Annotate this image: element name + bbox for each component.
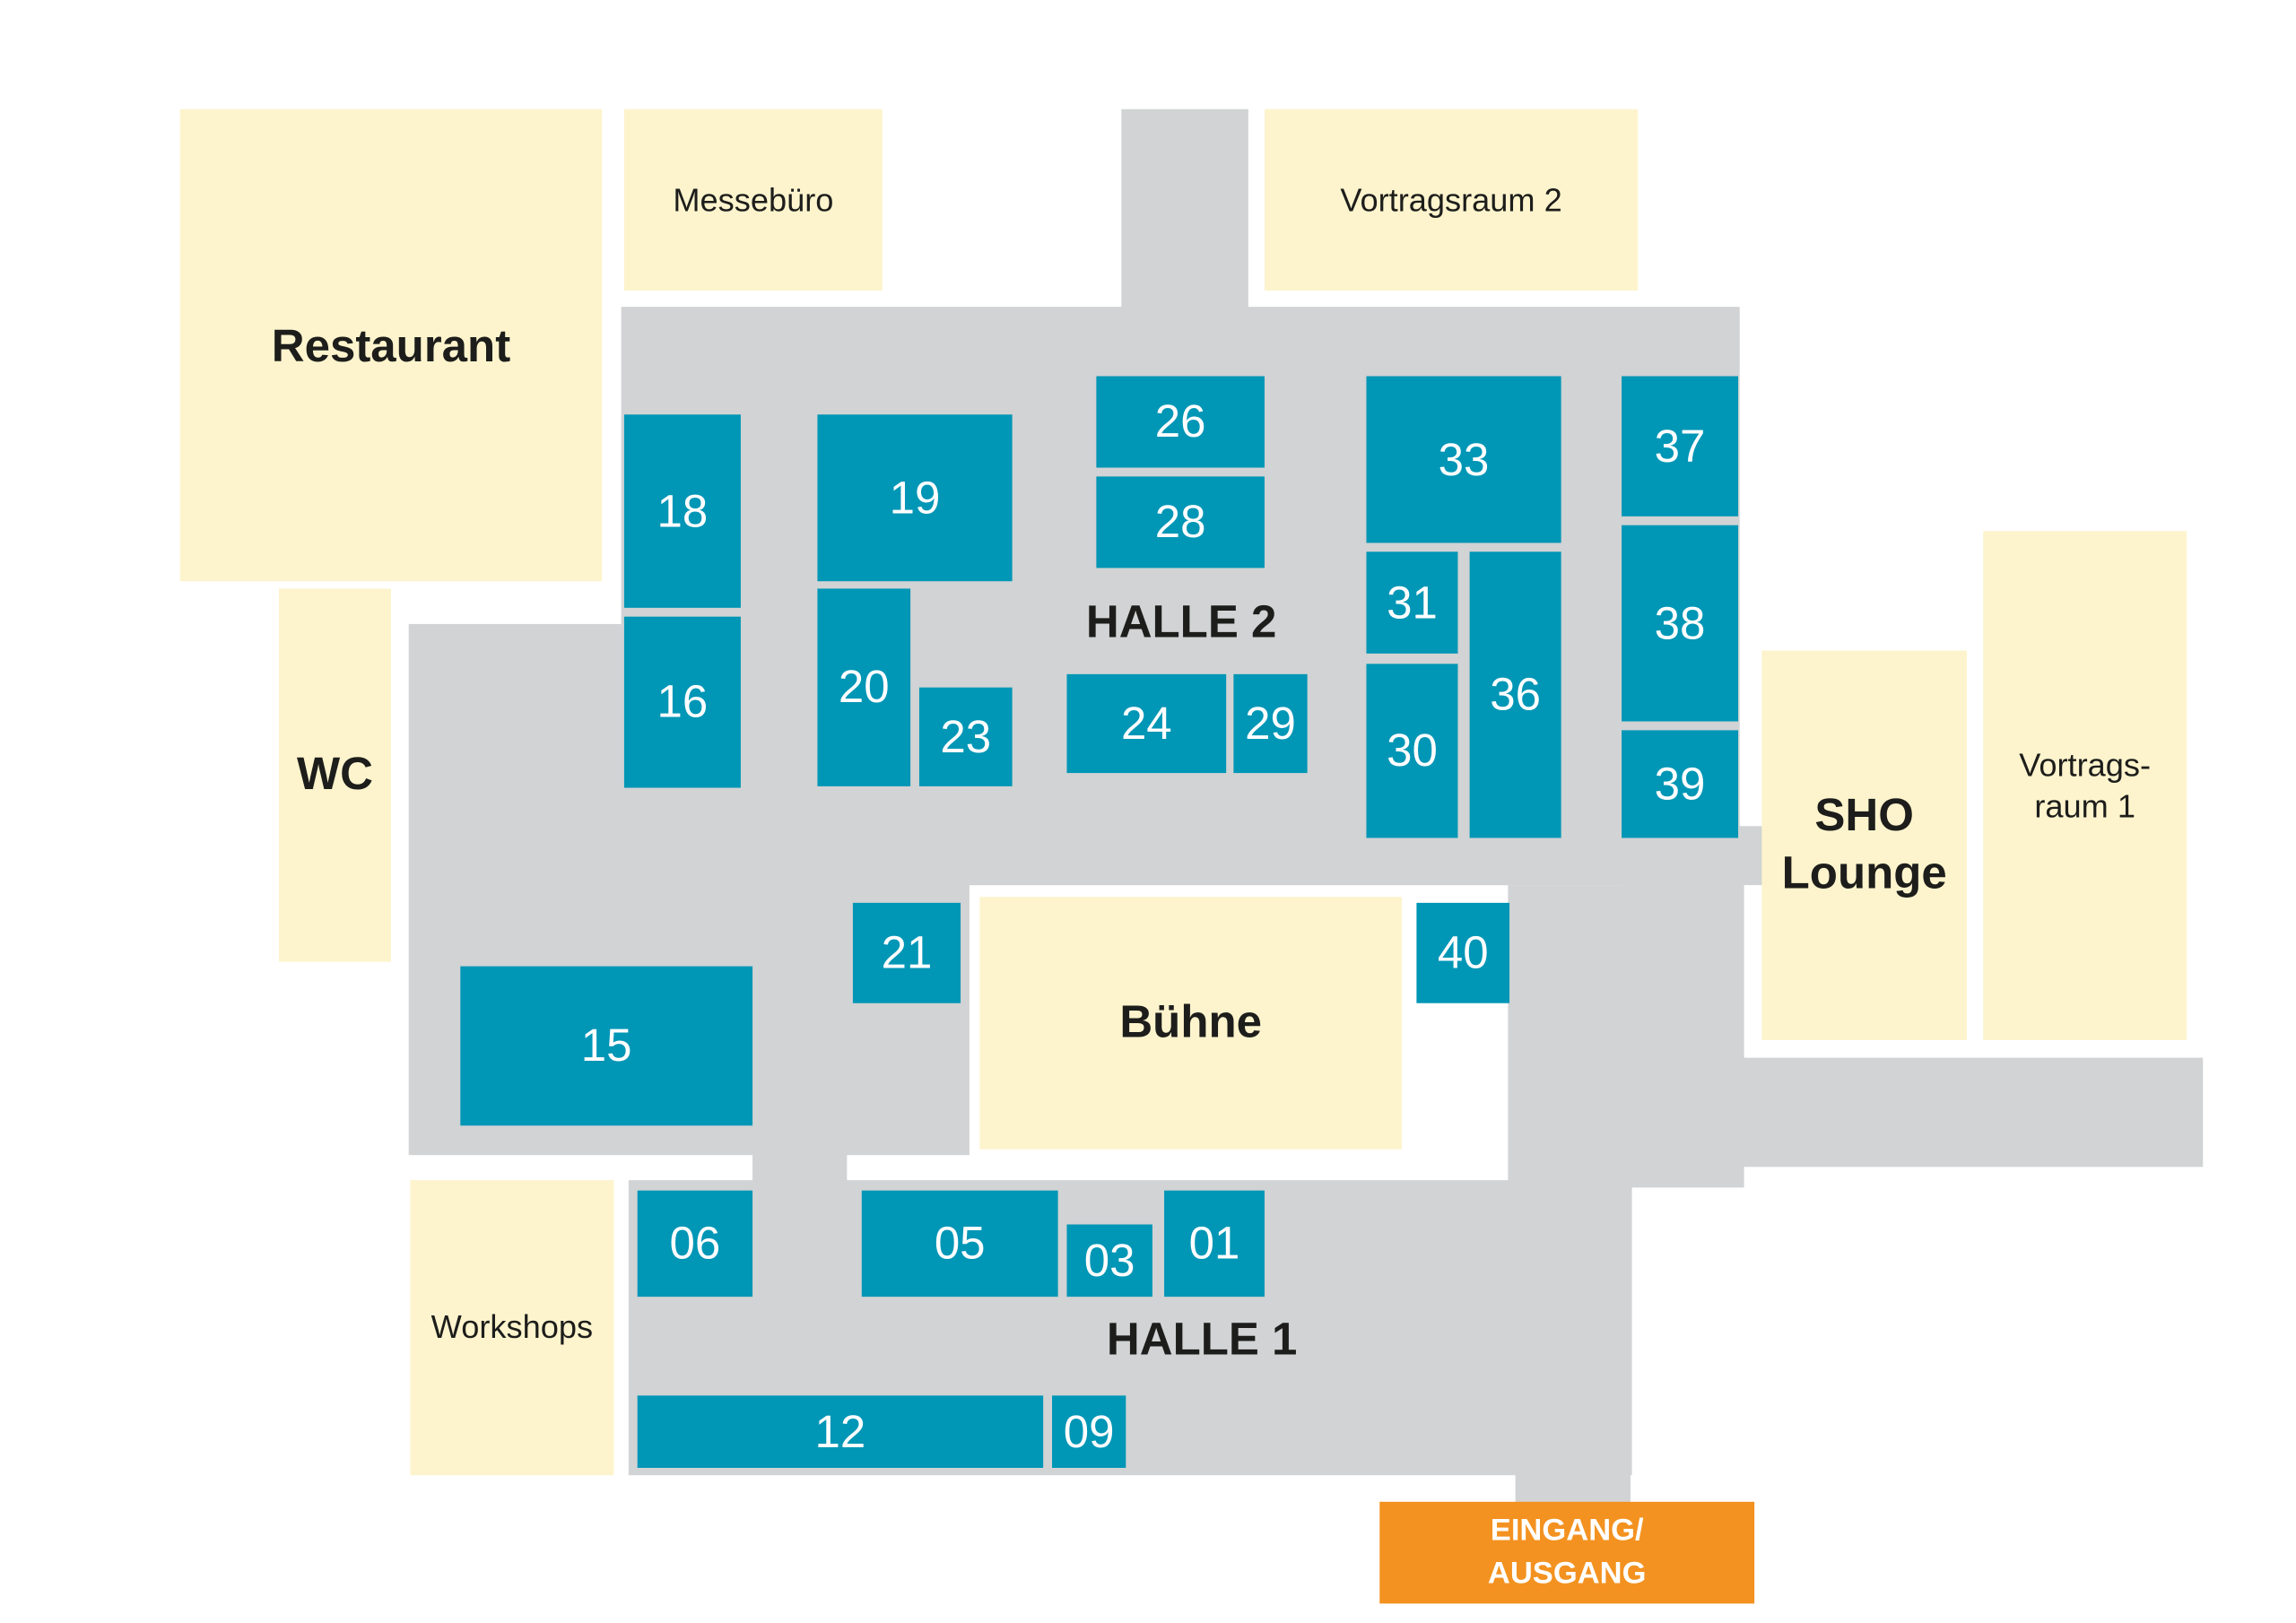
booth-36[interactable]: 36	[1469, 551, 1561, 838]
booth-21[interactable]: 21	[852, 902, 961, 1003]
aisle-left-of-stage	[752, 885, 848, 1188]
booth-37[interactable]: 37	[1622, 376, 1739, 516]
halle-2-label: HALLE 2	[1085, 595, 1277, 648]
workshops-room: Workshops	[410, 1180, 614, 1476]
booth-24[interactable]: 24	[1066, 673, 1227, 774]
booth-31[interactable]: 31	[1366, 551, 1458, 654]
aisle-center	[752, 826, 1786, 886]
booth-29[interactable]: 29	[1233, 673, 1308, 774]
booth-19[interactable]: 19	[817, 414, 1013, 582]
booth-18[interactable]: 18	[623, 414, 741, 608]
stage-room: Bühne	[979, 897, 1402, 1150]
booth-20[interactable]: 20	[817, 588, 911, 786]
booth-01[interactable]: 01	[1164, 1190, 1265, 1298]
stage-label: Bühne	[1119, 995, 1263, 1048]
entrance-exit[interactable]: EINGANG/ AUSGANG	[1379, 1501, 1755, 1604]
wc-room: WC	[278, 588, 391, 962]
booth-05[interactable]: 05	[861, 1190, 1058, 1298]
messebuero-room: Messebüro	[623, 108, 883, 291]
workshops-label: Workshops	[430, 1308, 594, 1346]
booth-40[interactable]: 40	[1416, 902, 1510, 1003]
aisle-entrance-corridor	[1515, 1165, 1631, 1506]
vortragsraum-2-room: Vortragsraum 2	[1264, 108, 1639, 291]
messebuero-label: Messebüro	[673, 180, 834, 219]
restaurant-room: Restaurant	[179, 108, 603, 582]
booth-03[interactable]: 03	[1066, 1224, 1152, 1298]
booth-28[interactable]: 28	[1096, 476, 1265, 568]
halle-1-label: HALLE 1	[1106, 1313, 1298, 1365]
entrance-exit-label: EINGANG/ AUSGANG	[1487, 1514, 1647, 1590]
booth-26[interactable]: 26	[1096, 376, 1265, 468]
booth-16[interactable]: 16	[623, 616, 741, 788]
booth-12[interactable]: 12	[637, 1395, 1044, 1468]
booth-09[interactable]: 09	[1052, 1395, 1126, 1468]
vortragsraum-2-label: Vortragsraum 2	[1340, 180, 1562, 219]
booth-06[interactable]: 06	[637, 1190, 753, 1298]
booth-33[interactable]: 33	[1366, 376, 1561, 543]
wc-label: WC	[296, 748, 373, 800]
booth-15[interactable]: 15	[460, 966, 753, 1126]
booth-39[interactable]: 39	[1622, 730, 1739, 838]
aisle-east-corridor	[1622, 1057, 2204, 1167]
aisle-top-corridor	[1121, 108, 1248, 317]
booth-30[interactable]: 30	[1366, 664, 1458, 838]
booth-38[interactable]: 38	[1622, 525, 1739, 722]
sho-lounge-label: SHO Lounge	[1781, 789, 1947, 898]
sho-lounge-room: SHO Lounge	[1761, 650, 1968, 1040]
vortragsraum-1-label: Vortrags- raum 1	[2019, 746, 2152, 824]
vortragsraum-1-room: Vortrags- raum 1	[1983, 531, 2187, 1040]
booth-23[interactable]: 23	[918, 687, 1013, 786]
restaurant-label: Restaurant	[271, 320, 511, 372]
